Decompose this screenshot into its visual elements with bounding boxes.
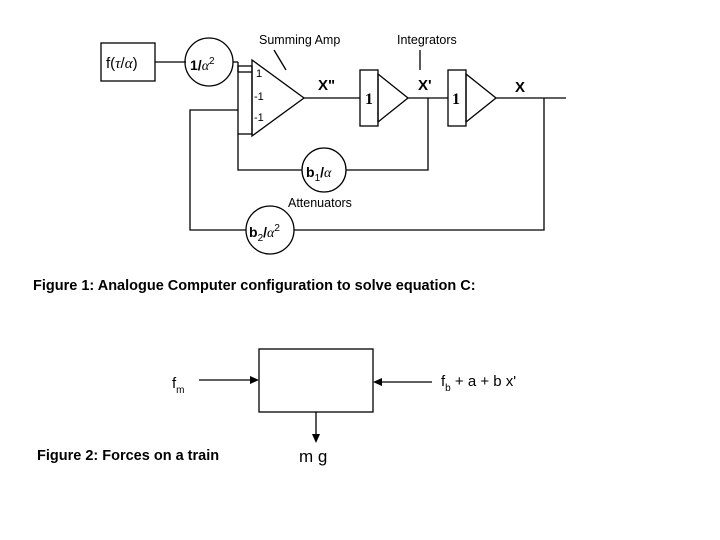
integrator-2-gain: 1	[452, 91, 460, 108]
b2-attenuator-label: b2/α2	[249, 223, 280, 244]
integrator-1-triangle	[377, 72, 410, 124]
attenuators-label: Attenuators	[288, 196, 352, 210]
right-force-label: fb + a + b x'	[441, 373, 516, 394]
figure2-caption: Figure 2: Forces on a train	[37, 448, 219, 464]
figure1-caption: Figure 1: Analogue Computer configuratio…	[33, 278, 476, 294]
integrators-label: Integrators	[397, 33, 457, 47]
train-body-box	[258, 348, 374, 413]
left-force-label: fm	[172, 375, 185, 396]
wire-feedback-b2-right	[294, 98, 545, 231]
summing-amp-label: Summing Amp	[259, 33, 340, 47]
amp-gain-3: -1	[254, 112, 264, 124]
b1-attenuator-label: b1/α	[306, 164, 332, 184]
right-force-arrowhead	[373, 378, 382, 386]
wire-feedback-b2-left	[189, 109, 246, 231]
integrator-2-triangle	[465, 72, 498, 124]
left-force-arrowhead	[250, 376, 259, 384]
signal-x-double-dot: X"	[318, 77, 335, 94]
wire-feedback-b1-right	[346, 98, 429, 171]
wire-feedback-b1-left	[237, 134, 302, 171]
amp-gain-1: 1	[256, 68, 262, 80]
input-function-label: f(τ/α)	[106, 55, 138, 72]
down-force-label: m g	[299, 447, 327, 466]
amp-gain-2: -1	[254, 91, 264, 103]
summing-amp-leader	[273, 49, 287, 71]
integrator-1-gain: 1	[365, 91, 373, 108]
down-force-arrowhead	[312, 434, 320, 443]
signal-x-dot: X'	[418, 77, 432, 94]
summing-amp-triangle	[251, 58, 306, 138]
summing-amp-input-block	[237, 65, 253, 135]
signal-x: X	[515, 79, 525, 96]
input-attenuator-label: 1/α2	[190, 56, 215, 74]
